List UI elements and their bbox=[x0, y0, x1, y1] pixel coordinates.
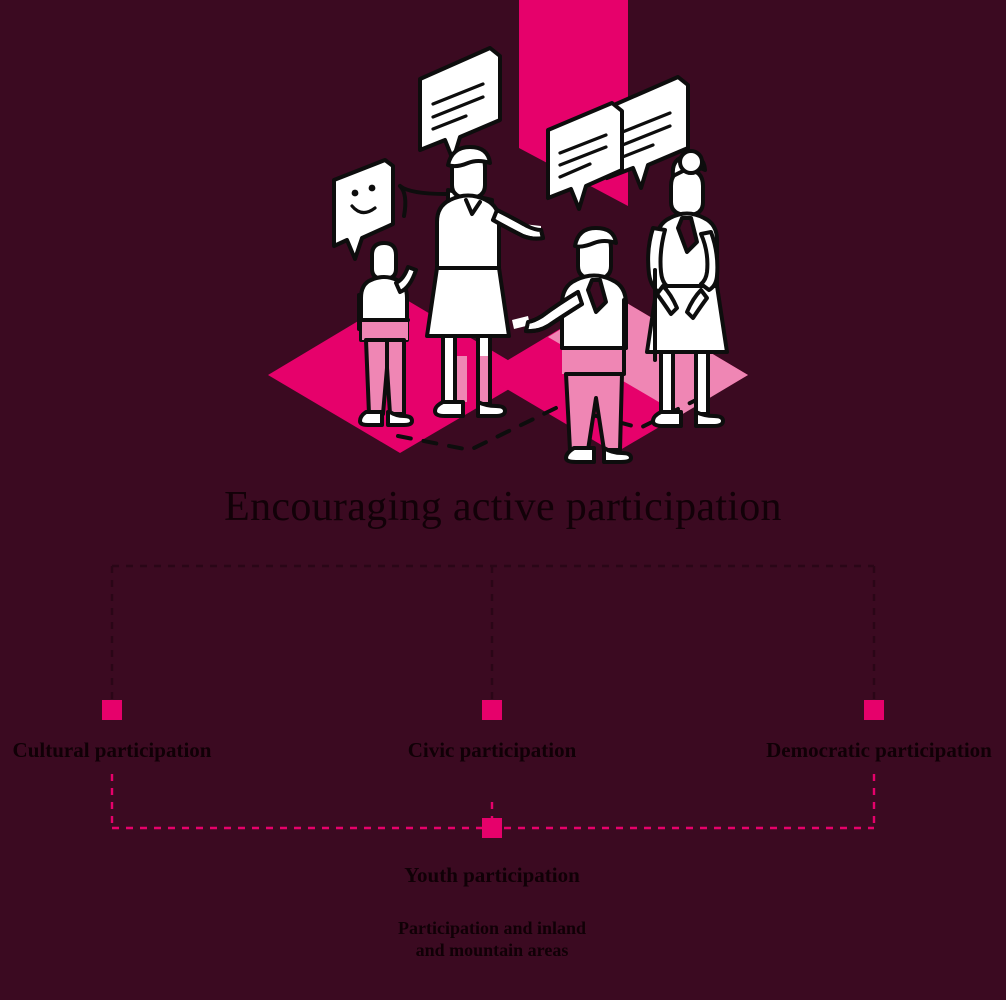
page-title: Encouraging active participation bbox=[224, 484, 782, 530]
marker-youth-participation[interactable] bbox=[482, 818, 502, 838]
participation-diagram: Cultural participation Civic participati… bbox=[0, 540, 1006, 1000]
marker-civic-participation[interactable] bbox=[482, 700, 502, 720]
label-democratic-participation[interactable]: Democratic participation bbox=[766, 738, 992, 762]
smiley-speech-bubble bbox=[332, 158, 395, 261]
label-youth-participation[interactable]: Youth participation bbox=[404, 863, 580, 887]
illustration-isometric-people: .w { fill:#ffffff; stroke:#0d0d0d; strok… bbox=[0, 0, 1006, 470]
marker-democratic-participation[interactable] bbox=[864, 700, 884, 720]
figure-partial-head bbox=[566, 224, 590, 257]
label-cultural-participation[interactable]: Cultural participation bbox=[12, 738, 212, 762]
speech-bubble-upper-left bbox=[418, 46, 502, 162]
figure-man-pointing bbox=[512, 226, 633, 464]
figure-elderly-woman bbox=[645, 149, 729, 428]
figure-child bbox=[357, 241, 418, 427]
label-civic-participation[interactable]: Civic participation bbox=[407, 738, 577, 762]
label-participation-inland-mountain-line1: Participation and inland bbox=[397, 918, 587, 938]
label-participation-inland-mountain-line2: and mountain areas bbox=[415, 940, 569, 960]
figure-woman-presenting bbox=[425, 145, 545, 418]
speech-bubble-center bbox=[546, 101, 624, 211]
marker-cultural-participation[interactable] bbox=[102, 700, 122, 720]
